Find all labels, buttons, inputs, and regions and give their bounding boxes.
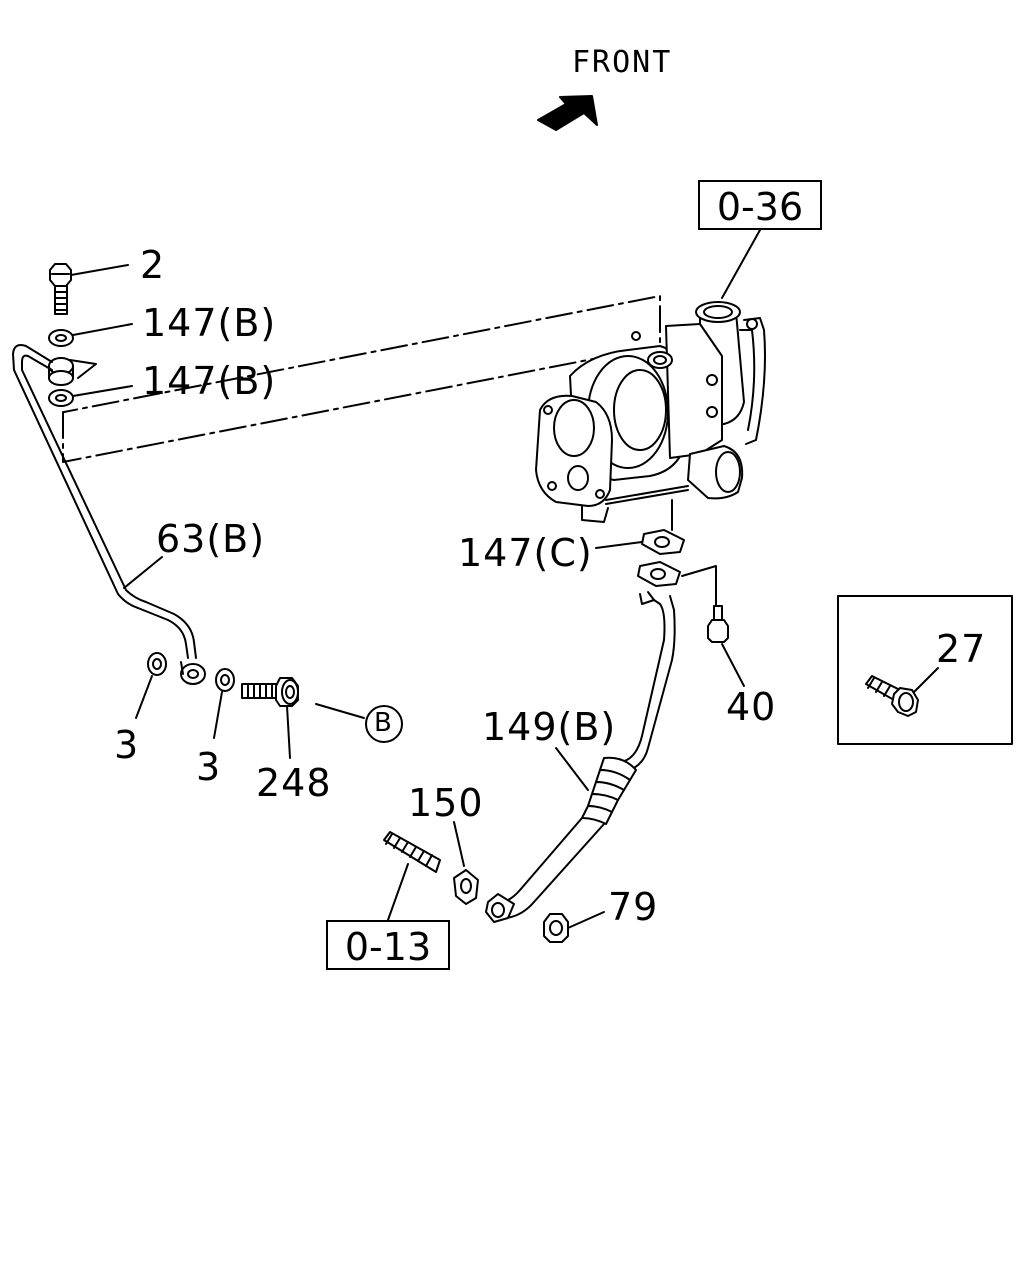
- callout-150: 150: [408, 781, 484, 825]
- callout-63b: 63(B): [156, 517, 266, 561]
- callout-27: 27: [936, 627, 987, 671]
- front-arrow-icon: [537, 95, 598, 131]
- leader-150: [453, 821, 465, 867]
- front-label: FRONT: [572, 45, 673, 80]
- leader-013: [387, 863, 409, 921]
- leader-147b-top: [72, 323, 133, 336]
- connection-line: [681, 565, 717, 607]
- bolt-40-part: [707, 605, 729, 643]
- leader-27: [913, 667, 939, 693]
- callout-149b: 149(B): [482, 705, 617, 749]
- callout-b: B: [374, 708, 393, 738]
- washer-3-left-part: [147, 652, 167, 676]
- banjo-bolt-248-part: [241, 677, 299, 707]
- reference-b-circle: [365, 705, 403, 743]
- leader-147c: [595, 541, 643, 549]
- bolt-2-part: [49, 263, 72, 315]
- gasket-150-part: [453, 869, 479, 905]
- leader-248: [286, 705, 291, 759]
- leader-036: [721, 229, 761, 299]
- washer-3-right-part: [215, 668, 235, 692]
- nut-79-part: [543, 913, 569, 943]
- leader-2: [70, 264, 129, 276]
- washer-147b-bottom-part: [48, 389, 74, 407]
- leader-3-left: [135, 675, 153, 719]
- leader-147b-bottom: [72, 385, 133, 397]
- leader-149b: [555, 747, 589, 791]
- callout-40: 40: [726, 685, 777, 729]
- callout-2: 2: [140, 243, 166, 287]
- callout-147b-top: 147(B): [142, 301, 277, 345]
- callout-147b-bottom: 147(B): [142, 359, 277, 403]
- callout-3-right: 3: [196, 745, 222, 789]
- banjo-fitting-part: [48, 357, 97, 386]
- reference-box-036: 0-36: [698, 180, 822, 230]
- assembly-line: [62, 295, 661, 463]
- leader-40: [721, 643, 745, 687]
- leader-79: [567, 911, 605, 929]
- oil-feed-pipe-63b-part: [12, 344, 206, 685]
- reference-box-013: 0-13: [326, 920, 450, 970]
- leader-63b: [123, 556, 163, 589]
- washer-147b-top-part: [48, 329, 74, 347]
- oil-return-pipe-149b-part: [485, 591, 676, 923]
- leader-b: [315, 703, 365, 719]
- callout-248: 248: [256, 761, 332, 805]
- turbocharger-part: [535, 301, 766, 531]
- gasket-147c-part: [637, 529, 685, 587]
- leader-3-right: [213, 691, 223, 739]
- inset-box: [837, 595, 1013, 745]
- bolt-27-part: [865, 675, 919, 717]
- stud-part: [383, 831, 441, 873]
- callout-147c: 147(C): [458, 531, 593, 575]
- callout-79: 79: [608, 885, 659, 929]
- callout-3-left: 3: [114, 723, 140, 767]
